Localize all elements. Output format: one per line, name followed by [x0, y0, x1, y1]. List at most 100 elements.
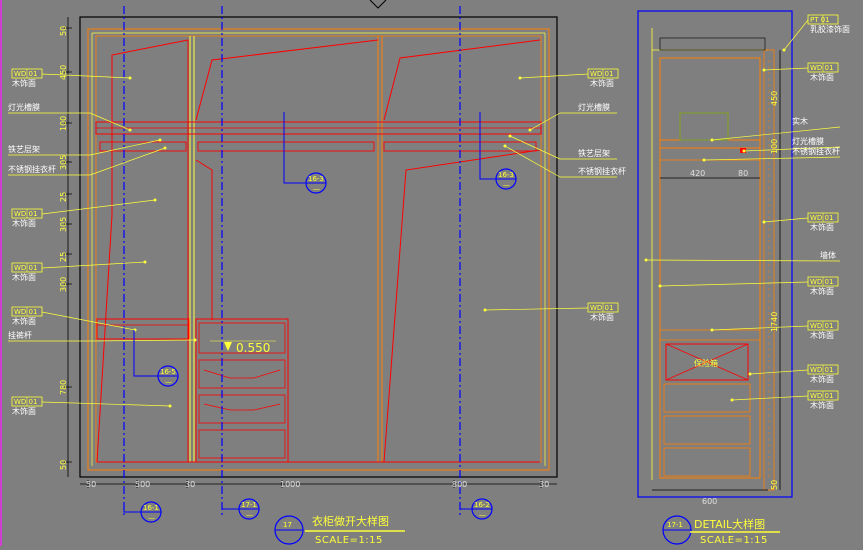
safe-cross-2 — [665, 343, 749, 381]
left-label-3: 不锈钢挂衣杆 — [8, 146, 167, 176]
detail-tag-0: PT 01 — [807, 14, 839, 25]
dim-side-7: 300 — [59, 277, 68, 292]
door-right-top — [383, 39, 541, 121]
right-tag-0: WD 01 — [587, 68, 619, 79]
section-bubble-id-1: 17-1 — [241, 501, 257, 509]
detail-tag-1: WD 01 — [807, 62, 839, 73]
section-bubble-sub-1: — — [246, 511, 253, 519]
section-bubble-5: 16-5 — — [133, 330, 179, 387]
section-bubble-1: 17-1 — — [221, 498, 260, 520]
detail-label-text-2: 实木 — [792, 116, 808, 126]
section-bubble-id-5: 16-5 — [160, 368, 176, 376]
dim-side-2: 100 — [59, 116, 68, 131]
left-label-text-8: 木饰面 — [12, 406, 36, 416]
drawer-unit — [195, 318, 289, 463]
detail-wood-block — [679, 112, 729, 141]
detail-tag-9-text: WD 01 — [810, 366, 833, 374]
dim-bottom-1: 500 — [135, 480, 150, 489]
left-label-text-4: 木饰面 — [12, 218, 36, 228]
detail-label-text-9: 木饰面 — [810, 374, 834, 384]
door-left — [96, 39, 189, 463]
detail-drawer-1 — [663, 383, 751, 413]
left-view-number: 17 — [283, 521, 292, 529]
left-tag-5: WD 01 — [11, 262, 43, 273]
section-bubble-sub-5: — — [165, 378, 172, 386]
left-tag-6: WD 01 — [11, 306, 43, 317]
right-tag-4-text: WD 01 — [590, 304, 613, 312]
left-outer-frame — [79, 16, 558, 478]
right-outer-frame — [637, 10, 793, 498]
detail-label-text-0: 乳胶漆饰面 — [810, 24, 850, 34]
right-label-3: 不锈钢挂衣杆 — [503, 144, 626, 178]
section-bubble-id-3: 16-3 — [308, 175, 324, 183]
safe-box — [665, 343, 749, 381]
section-bubble-sub-2: — — [479, 511, 486, 519]
wall-section — [763, 49, 775, 491]
left-label-text-3: 不锈钢挂衣杆 — [8, 164, 56, 174]
section-bubble-id-0: 16-1 — [143, 504, 159, 512]
door-mid-low — [195, 159, 213, 320]
detail-tag-7: WD 01 — [807, 276, 839, 287]
dim-bottom-2: 30 — [185, 480, 195, 489]
right-label-text-2: 铁艺层架 — [578, 148, 610, 158]
detail-tag-8: WD 01 — [807, 320, 839, 331]
dim-side-9: 50 — [59, 460, 68, 470]
left-label-text-7: 挂裤杆 — [8, 330, 32, 340]
dim-side-3: 305 — [59, 155, 68, 170]
right-label-text-3: 不锈钢挂衣杆 — [578, 166, 626, 176]
left-label-1: 灯光槽膜 — [8, 102, 132, 132]
left-wood-inner — [95, 35, 542, 463]
dim-side-1: 450 — [59, 65, 68, 80]
left-tag-8: WD 01 — [11, 396, 43, 407]
detail-label-text-6: 墙体 — [820, 250, 836, 260]
door-right-low — [383, 149, 541, 463]
detail-tag-9: WD 01 — [807, 364, 839, 375]
dim-side-5: 305 — [59, 217, 68, 232]
dim-bottom-0: 50 — [86, 480, 96, 489]
right-wood-frame — [659, 57, 761, 479]
detail-label-text-10: 木饰面 — [810, 400, 834, 410]
dim-side-6: 25 — [59, 252, 68, 262]
rail-2 — [197, 141, 375, 152]
dim-side-4: 25 — [59, 192, 68, 202]
left-section-bubbles: 16-1—17-1—16-2—16-3—16-3—16-5— — [123, 112, 517, 523]
right-dim-side-2: 1740 — [770, 312, 779, 332]
detail-label-4: 不锈钢挂衣杆 — [702, 146, 841, 162]
ceiling-moulding — [659, 37, 766, 51]
left-tag-8-text: WD 01 — [14, 398, 37, 406]
detail-label-text-5: 木饰面 — [810, 222, 834, 232]
right-view-title: DETAIL大样图 — [694, 517, 765, 531]
left-tag-0-text: WD 01 — [14, 70, 37, 78]
section-bubble-sub-0: — — [148, 514, 155, 522]
detail-tag-1-text: WD 01 — [810, 64, 833, 72]
left-label-text-2: 铁艺层架 — [8, 144, 40, 154]
detail-tag-10-text: WD 01 — [810, 392, 833, 400]
left-tag-6-text: WD 01 — [14, 308, 37, 316]
left-view-scale: SCALE=1:15 — [315, 535, 383, 546]
left-label-text-6: 木饰面 — [12, 316, 36, 326]
detail-label-6: 墙体 — [644, 250, 841, 262]
safe-label: 保险箱 — [694, 358, 718, 368]
dim-side-0: 50 — [59, 26, 68, 36]
left-wood-frame — [87, 28, 550, 471]
right-label-text-4: 木饰面 — [590, 312, 614, 322]
north-arrow — [369, 0, 387, 9]
left-tag-4-text: WD 01 — [14, 210, 37, 218]
